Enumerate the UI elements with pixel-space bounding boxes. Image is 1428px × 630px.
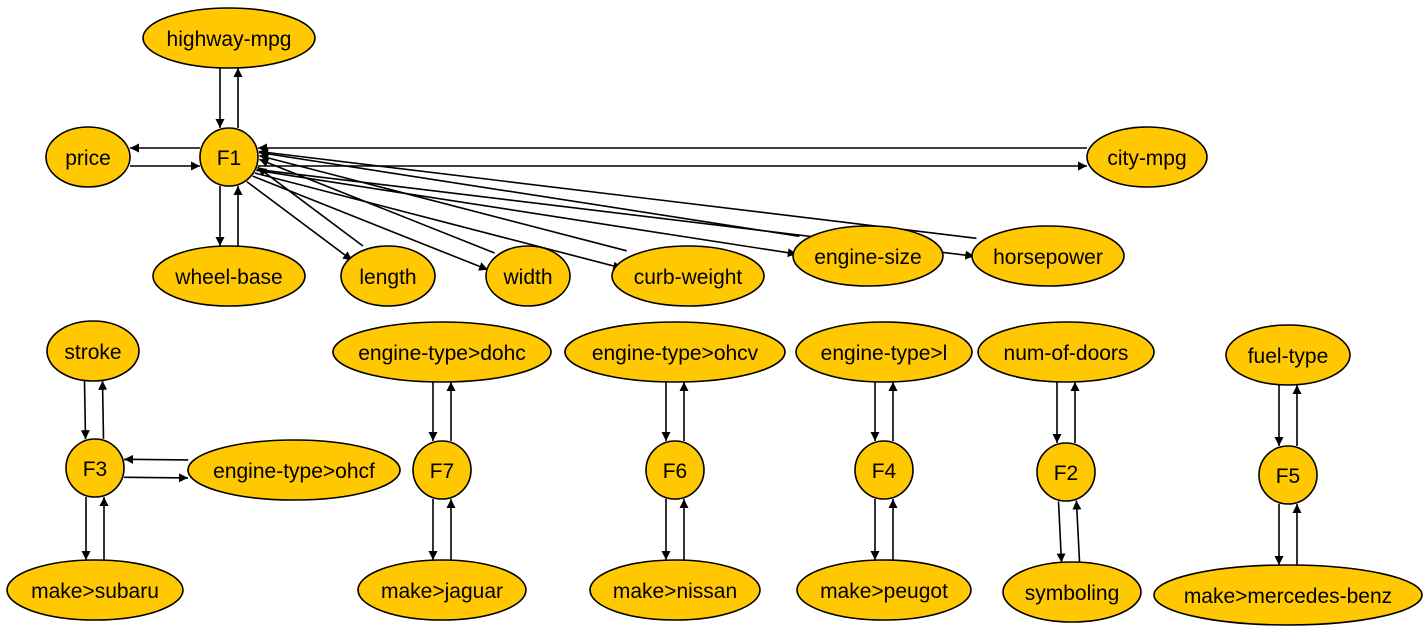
variable-node-stroke[interactable]: stroke (46, 320, 140, 382)
variable-node-fuel-type[interactable]: fuel-type (1225, 324, 1351, 386)
edge-f2-to-symboling (1056, 501, 1066, 563)
variable-node-symboling-label: symboling (1025, 582, 1120, 605)
variable-node-price[interactable]: price (45, 126, 131, 188)
variable-node-num-of-doors-label: num-of-doors (1004, 342, 1129, 365)
edge-symboling-to-f2 (1072, 500, 1082, 562)
factor-node-f6-label: F6 (663, 460, 688, 483)
factor-node-f4[interactable]: F4 (854, 440, 914, 500)
edge-f1-to-curb-weight (254, 172, 623, 271)
variable-node-city-mpg[interactable]: city-mpg (1086, 126, 1208, 188)
variable-node-stroke-label: stroke (64, 341, 121, 364)
variable-node-wheel-base[interactable]: wheel-base (152, 245, 306, 307)
edge-group (259, 153, 627, 252)
edge-group (123, 473, 189, 483)
variable-node-fuel-type-label: fuel-type (1248, 345, 1329, 368)
variable-node-curb-weight-label: curb-weight (634, 266, 743, 289)
variable-node-highway-mpg[interactable]: highway-mpg (142, 7, 316, 69)
variable-node-length[interactable]: length (340, 245, 436, 307)
factor-node-f5[interactable]: F5 (1258, 445, 1318, 505)
edge-engine-type-ohcf-to-f3 (124, 454, 189, 464)
edge-f3-to-stroke (98, 380, 108, 439)
variable-node-wheel-base-label: wheel-base (174, 266, 282, 289)
factor-node-f3-label: F3 (83, 458, 108, 481)
factor-node-f3[interactable]: F3 (65, 438, 125, 498)
edge-group (1072, 500, 1082, 562)
factor-node-f4-label: F4 (872, 460, 897, 483)
factor-node-f2[interactable]: F2 (1036, 442, 1096, 502)
variable-node-num-of-doors[interactable]: num-of-doors (977, 321, 1155, 383)
variable-node-engine-type-dohc-label: engine-type>dohc (358, 342, 526, 365)
variable-node-engine-type-l-label: engine-type>l (821, 342, 948, 365)
variable-node-make-jaguar-label: make>jaguar (381, 580, 503, 603)
variable-node-make-peugot-label: make>peugot (820, 580, 948, 603)
variable-node-width[interactable]: width (485, 245, 571, 307)
factor-node-f6[interactable]: F6 (645, 440, 705, 500)
variable-node-engine-type-dohc[interactable]: engine-type>dohc (332, 321, 552, 383)
variable-node-engine-type-ohcf[interactable]: engine-type>ohcf (187, 439, 401, 501)
variable-node-make-mercedes-benz[interactable]: make>mercedes-benz (1153, 564, 1423, 626)
variable-node-make-mercedes-benz-label: make>mercedes-benz (1184, 585, 1392, 608)
edge-stroke-to-f3 (80, 381, 90, 440)
variable-node-length-label: length (359, 266, 416, 289)
variable-node-symboling[interactable]: symboling (1002, 561, 1142, 623)
variable-node-make-nissan[interactable]: make>nissan (589, 559, 761, 621)
variable-node-engine-type-ohcv[interactable]: engine-type>ohcv (564, 321, 786, 383)
factor-node-f2-label: F2 (1054, 462, 1079, 485)
variable-node-engine-type-ohcf-label: engine-type>ohcf (213, 460, 375, 483)
variable-node-city-mpg-label: city-mpg (1107, 147, 1186, 170)
variable-node-horsepower[interactable]: horsepower (971, 225, 1125, 287)
edge-f1-to-width (252, 175, 489, 271)
variable-node-curb-weight[interactable]: curb-weight (611, 245, 765, 307)
factor-node-f5-label: F5 (1276, 465, 1301, 488)
edge-group (1056, 501, 1066, 563)
edge-f3-to-engine-type-ohcf (123, 473, 189, 483)
factor-node-f7[interactable]: F7 (412, 440, 472, 500)
edge-group (254, 172, 623, 271)
factor-node-f1[interactable]: F1 (199, 127, 259, 187)
variable-node-price-label: price (65, 147, 111, 170)
edge-group (246, 180, 353, 262)
variable-node-make-subaru[interactable]: make>subaru (6, 559, 184, 621)
variable-node-horsepower-label: horsepower (993, 246, 1103, 269)
edge-length-to-f1 (257, 166, 364, 247)
variable-node-make-subaru-label: make>subaru (31, 580, 159, 603)
variable-node-make-jaguar[interactable]: make>jaguar (357, 559, 527, 621)
variable-node-engine-size-label: engine-size (814, 246, 921, 269)
edge-f1-to-engine-size (256, 169, 797, 258)
variable-node-engine-type-ohcv-label: engine-type>ohcv (592, 342, 759, 365)
variable-node-width-label: width (502, 266, 552, 289)
variable-node-make-nissan-label: make>nissan (613, 580, 737, 603)
edge-group (124, 454, 189, 464)
edge-group (80, 381, 90, 440)
nodes: F1 F2 F3 F4 F5 F6 F7 highway-mpg (6, 7, 1423, 626)
edges (80, 68, 1302, 565)
factor-node-f1-label: F1 (217, 147, 242, 170)
variable-node-make-peugot[interactable]: make>peugot (796, 559, 972, 621)
edge-group (252, 175, 489, 271)
variable-node-highway-mpg-label: highway-mpg (167, 28, 292, 51)
edge-group (257, 166, 364, 247)
edge-curb-weight-to-f1 (259, 153, 627, 252)
variable-node-engine-type-l[interactable]: engine-type>l (795, 321, 973, 383)
factor-node-f7-label: F7 (430, 460, 455, 483)
edge-f1-to-length (246, 180, 353, 262)
edge-group (98, 380, 108, 439)
variable-node-engine-size[interactable]: engine-size (792, 225, 944, 287)
edge-group (256, 169, 797, 258)
